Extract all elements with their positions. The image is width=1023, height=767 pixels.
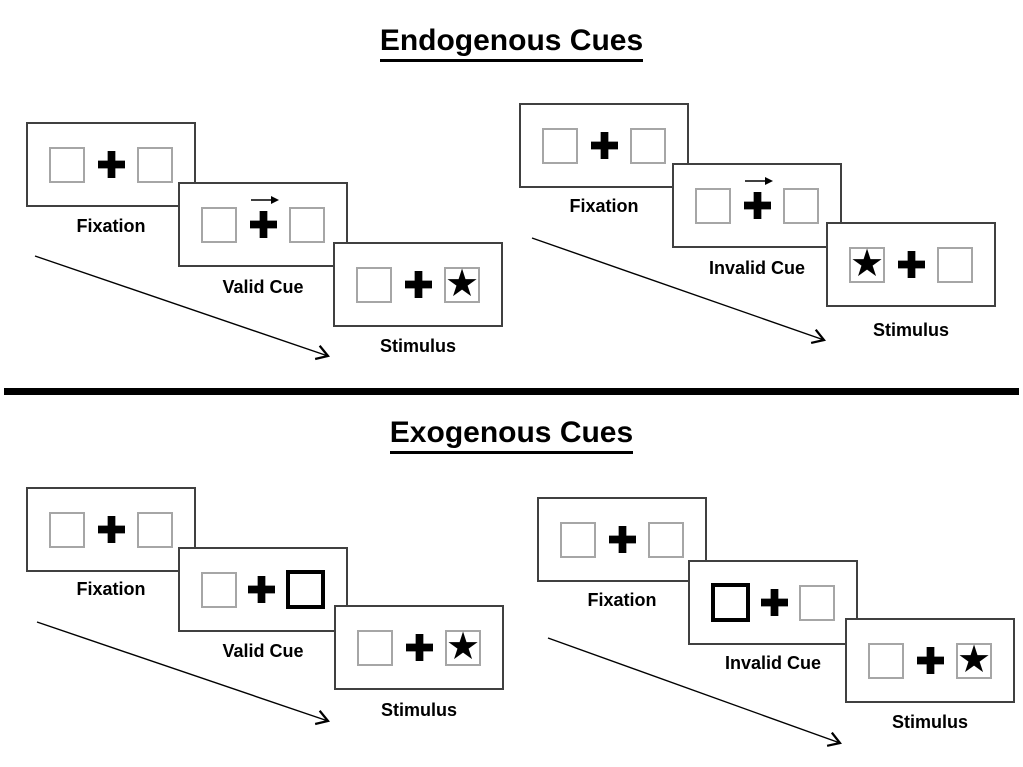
- cue-panel: [688, 560, 858, 645]
- fixation-cross-icon: [897, 251, 925, 278]
- stimulus-panel: ★: [334, 605, 504, 690]
- panel-label: Stimulus: [380, 700, 457, 720]
- panel-label: Invalid Cue: [708, 258, 806, 278]
- exogenous-section-header: Exogenous Cues: [0, 416, 1023, 454]
- stimulus-panel: ★: [333, 242, 503, 327]
- fixation-cross-icon: [916, 647, 944, 674]
- left-box: [542, 127, 578, 164]
- star-box: ★: [444, 261, 480, 305]
- fixation-cross-icon: [248, 576, 275, 603]
- right-box: [648, 521, 684, 558]
- star-icon: ★: [956, 637, 992, 681]
- right-box: [137, 146, 173, 183]
- right-box: [799, 584, 835, 621]
- left-box: [356, 266, 392, 303]
- panel-label: Stimulus: [891, 712, 968, 732]
- cue-highlight-box: [286, 570, 325, 609]
- cue-panel: [178, 547, 348, 632]
- left-box: [868, 642, 904, 679]
- left-box: [695, 187, 731, 224]
- left-box: [201, 571, 237, 608]
- cue-panel: [672, 163, 842, 248]
- section-divider: [4, 388, 1019, 395]
- star-box: ★: [445, 624, 481, 668]
- stimulus-panel: ★: [826, 222, 996, 307]
- right-box: [783, 187, 819, 224]
- left-box: [357, 629, 393, 666]
- right-box: [630, 127, 666, 164]
- cue-arrow-icon: [250, 196, 279, 204]
- panel-label: Stimulus: [872, 320, 949, 340]
- stimulus-panel: ★: [845, 618, 1015, 703]
- fixation-cross-icon: [405, 634, 433, 661]
- section-title-endogenous: Endogenous Cues: [379, 24, 644, 62]
- section-title-exogenous: Exogenous Cues: [389, 416, 634, 454]
- right-box: [289, 206, 325, 243]
- right-box: [137, 511, 173, 548]
- panel-label: Fixation: [76, 216, 146, 236]
- star-icon: ★: [849, 241, 885, 285]
- fixation-panel: [519, 103, 689, 188]
- fixation-panel: [26, 487, 196, 572]
- fixation-cross-icon: [590, 132, 618, 159]
- panel-label: Fixation: [587, 590, 657, 610]
- cue-highlight-box: [711, 583, 750, 622]
- fixation-cross-icon: [97, 516, 125, 543]
- fixation-cross-icon: [404, 271, 432, 298]
- panel-label: Valid Cue: [222, 277, 304, 297]
- left-box: [560, 521, 596, 558]
- fixation-cross-icon: [97, 151, 125, 178]
- time-arrow: [531, 237, 826, 345]
- left-box: [49, 511, 85, 548]
- fixation-cross-icon: [608, 526, 636, 553]
- fixation-cross-icon: [761, 589, 788, 616]
- time-arrow: [36, 621, 331, 726]
- star-box: ★: [849, 241, 885, 285]
- fixation-panel: [537, 497, 707, 582]
- panel-label: Invalid Cue: [724, 653, 822, 673]
- endogenous-section-header: Endogenous Cues: [0, 24, 1023, 62]
- fixation-cross-icon: [249, 196, 279, 238]
- star-icon: ★: [445, 624, 481, 668]
- panel-label: Valid Cue: [222, 641, 304, 661]
- left-box: [201, 206, 237, 243]
- cue-arrow-icon: [744, 177, 773, 185]
- panel-label: Fixation: [569, 196, 639, 216]
- right-box: [937, 246, 973, 283]
- cue-panel: [178, 182, 348, 267]
- panel-label: Fixation: [76, 579, 146, 599]
- fixation-panel: [26, 122, 196, 207]
- star-icon: ★: [444, 261, 480, 305]
- star-box: ★: [956, 637, 992, 681]
- time-arrow: [34, 255, 330, 361]
- left-box: [49, 146, 85, 183]
- panel-label: Stimulus: [379, 336, 456, 356]
- fixation-cross-icon: [743, 177, 773, 219]
